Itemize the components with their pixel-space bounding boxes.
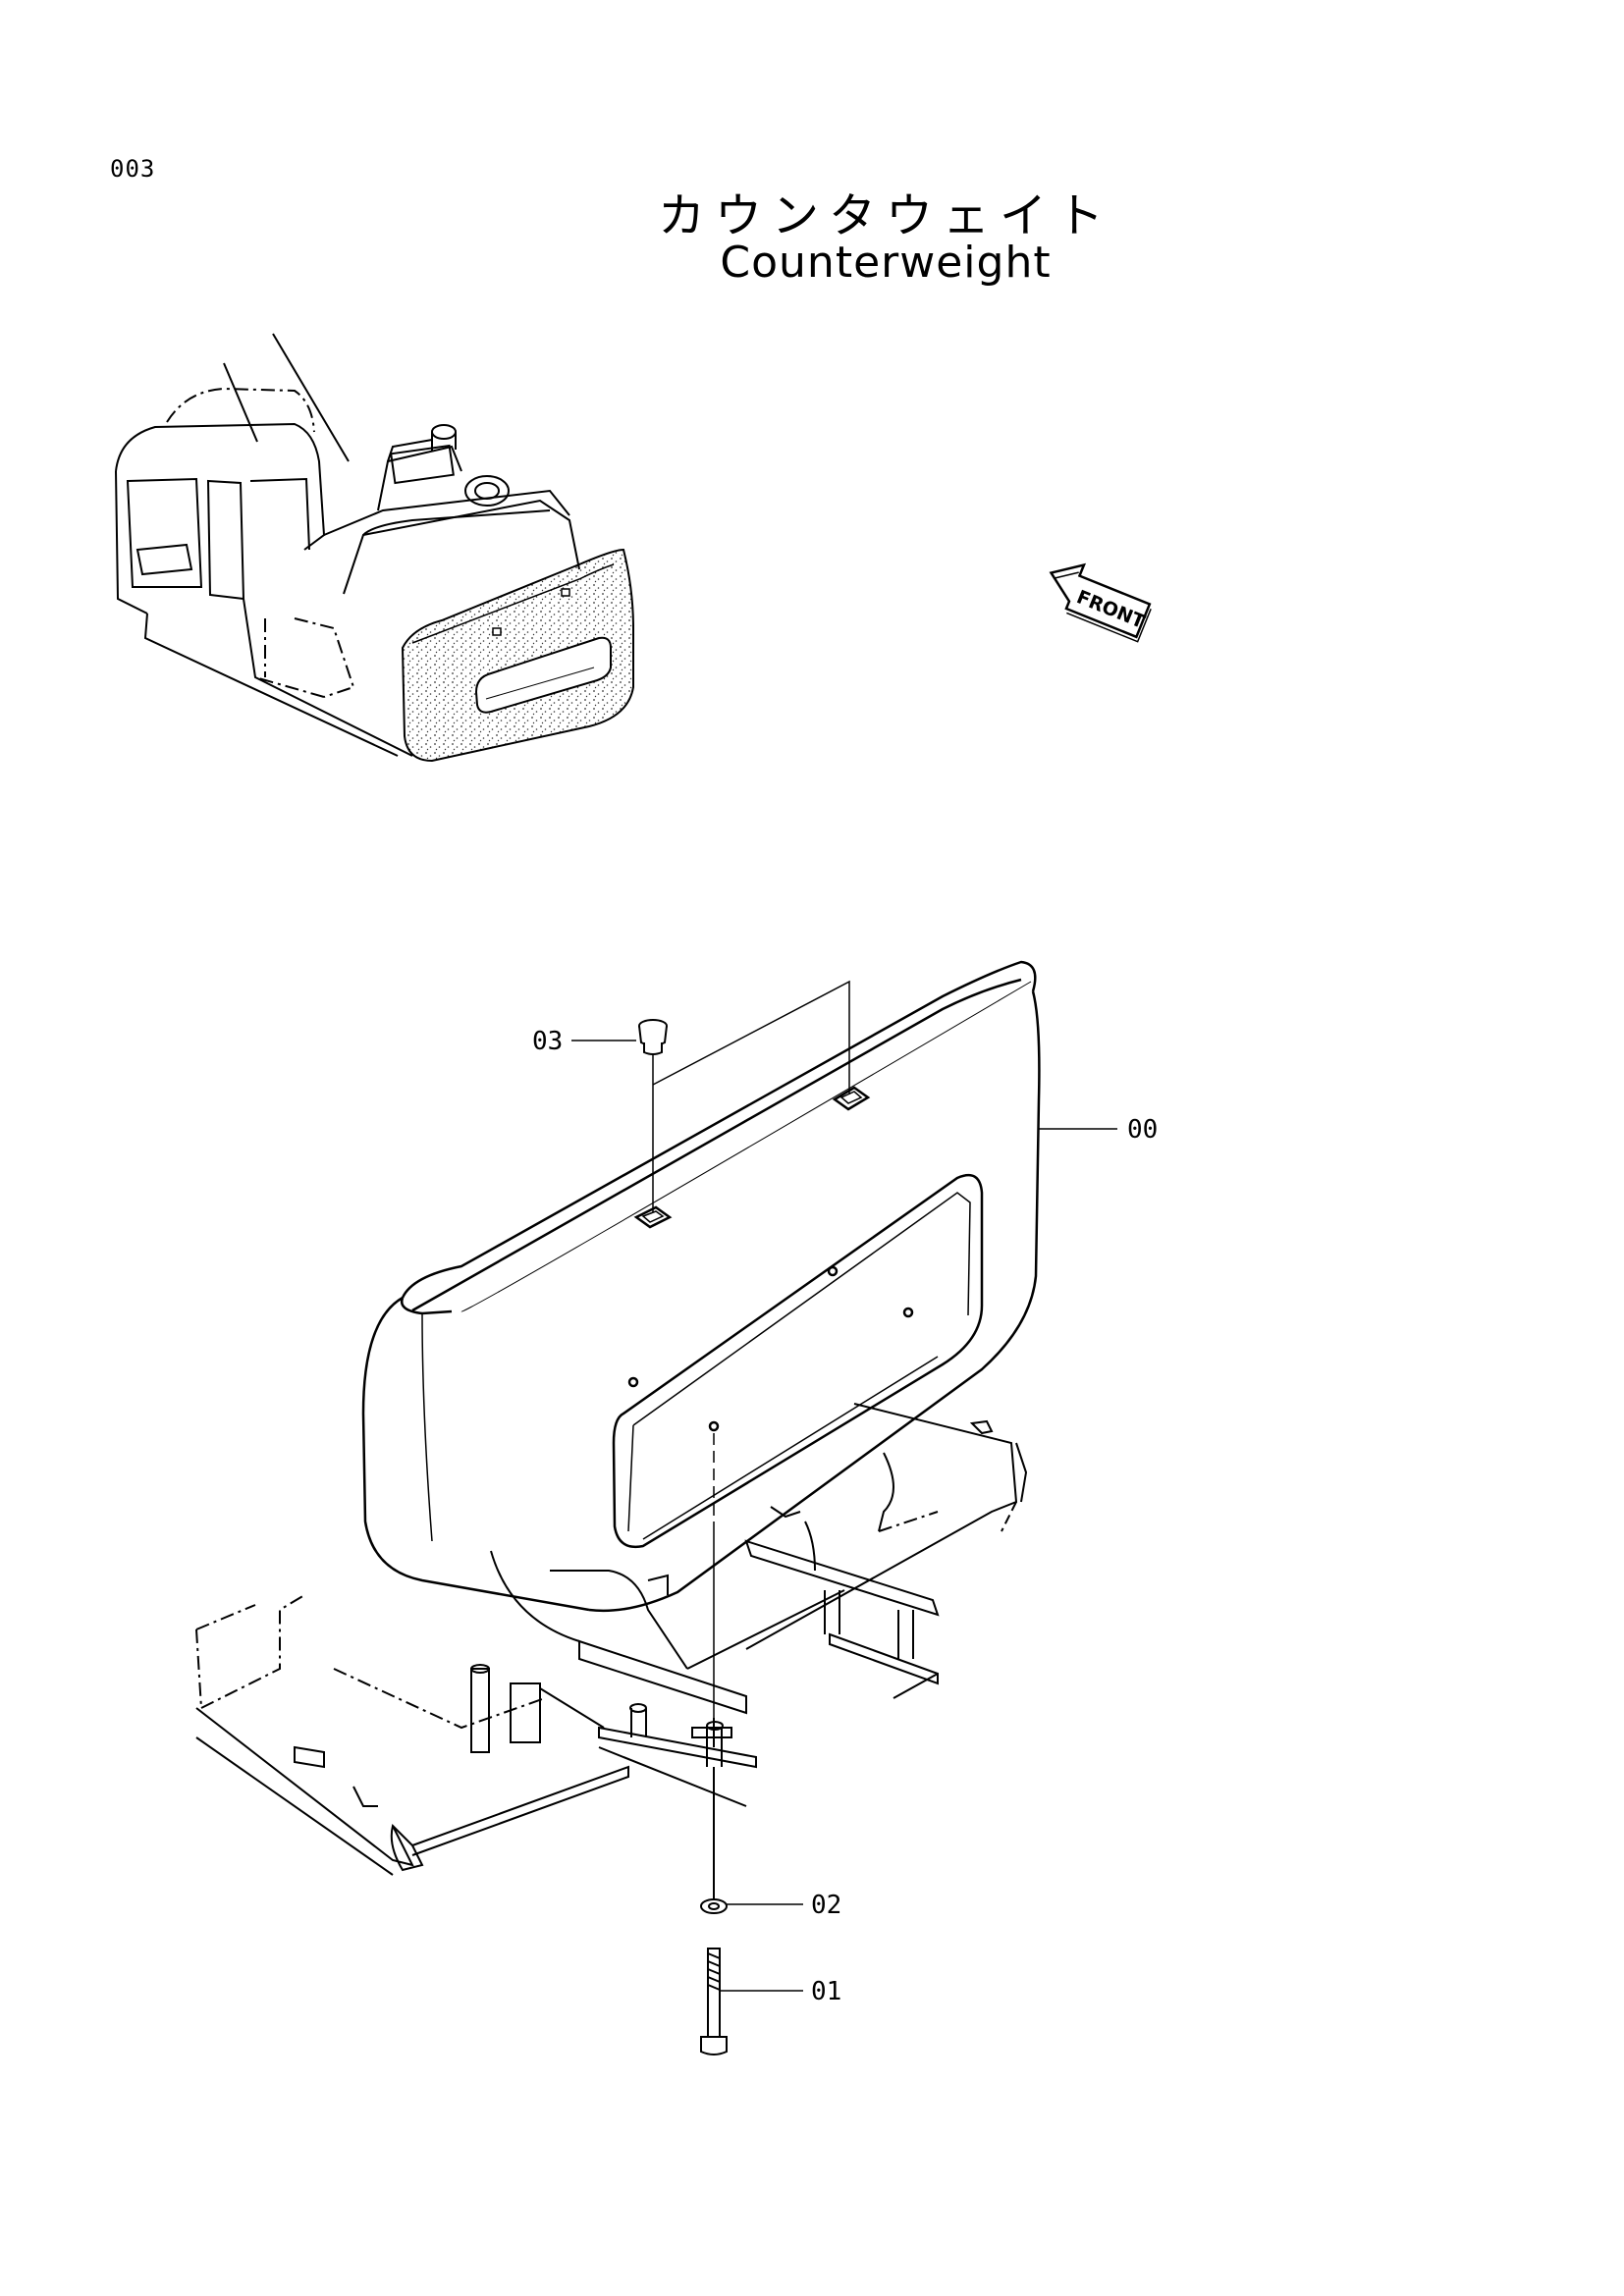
machine-overview	[115, 333, 580, 757]
callout-03-label: 03	[532, 1027, 563, 1056]
callout-00: 00	[1039, 1115, 1158, 1145]
machine-frame	[195, 1403, 1028, 1899]
title-japanese: カウンタウェイト	[657, 188, 1113, 243]
washer-part	[700, 1898, 728, 1914]
callout-00-label: 00	[1127, 1115, 1158, 1145]
callout-03: 03	[532, 1027, 636, 1056]
counterweight-overview	[401, 548, 634, 763]
front-direction-arrow-icon: FRONT	[1049, 562, 1152, 643]
callout-01-label: 01	[811, 1977, 841, 2006]
callout-01: 01	[721, 1977, 841, 2006]
title-english: Counterweight	[720, 238, 1052, 288]
counterweight-main	[361, 960, 1041, 1718]
bolt-part	[700, 1948, 728, 2056]
page-number: 003	[110, 155, 156, 183]
callout-02: 02	[727, 1891, 841, 1920]
cap-plug-part	[638, 1019, 668, 1055]
callout-02-label: 02	[811, 1891, 841, 1920]
